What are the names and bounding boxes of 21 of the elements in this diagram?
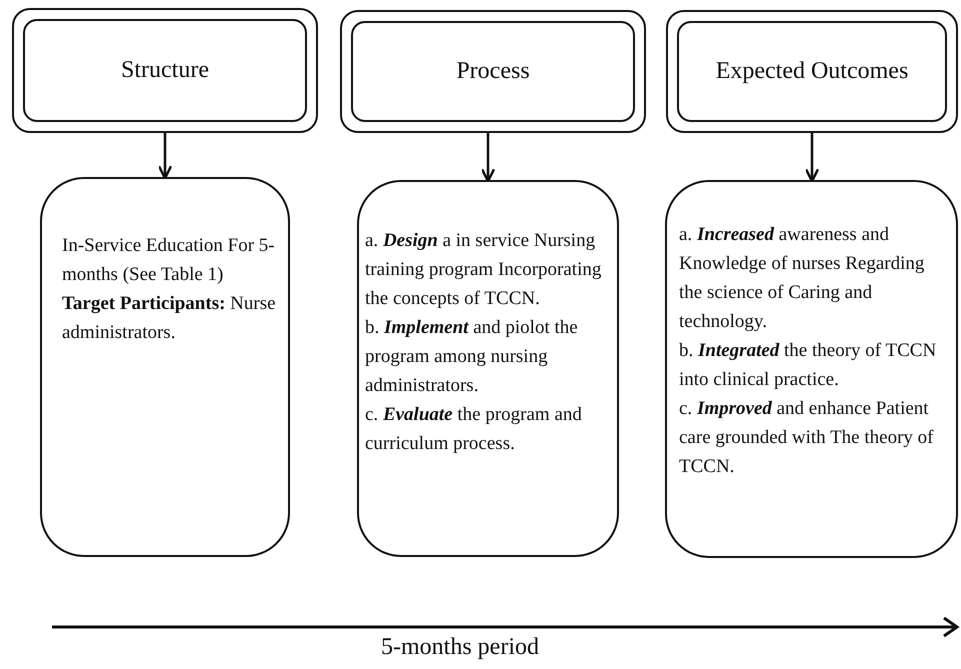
body-text: a. Design a in service Nursing training program Incorporating the concepts of TCCN.: [365, 229, 602, 311]
double-rounded-box: [12, 8, 318, 133]
rounded-box: [40, 177, 290, 557]
timeline-label: 5-months period: [380, 634, 540, 661]
body-text: a. Increased awareness and Knowledge of nurses Regarding the science of Caring and technology.: [679, 223, 926, 334]
body-text: b. Integrated the theory of TCCN into clinical practice.: [679, 339, 938, 392]
rounded-box: [357, 180, 619, 557]
heading-text: Structure: [121, 57, 209, 84]
rounded-box: [665, 180, 958, 558]
body-text: b. Implement and piolot the program among nursing administrators.: [365, 316, 579, 398]
body-text: c. Improved and enhance Patient care grounded with The theory of TCCN.: [679, 397, 934, 479]
heading-text: Process: [456, 58, 530, 85]
arrow: [158, 133, 172, 180]
double-rounded-box: [666, 10, 958, 133]
body-text: Target Participants: Nurse administrators.: [62, 292, 277, 345]
arrow: [480, 133, 496, 182]
double-rounded-box: [340, 10, 646, 133]
arrow: [804, 133, 820, 182]
body-text: c. Evaluate the program and curriculum process.: [365, 403, 583, 456]
heading-text: Expected Outcomes: [716, 58, 908, 85]
body-text: In-Service Education For 5-months (See Table 1): [62, 234, 276, 287]
